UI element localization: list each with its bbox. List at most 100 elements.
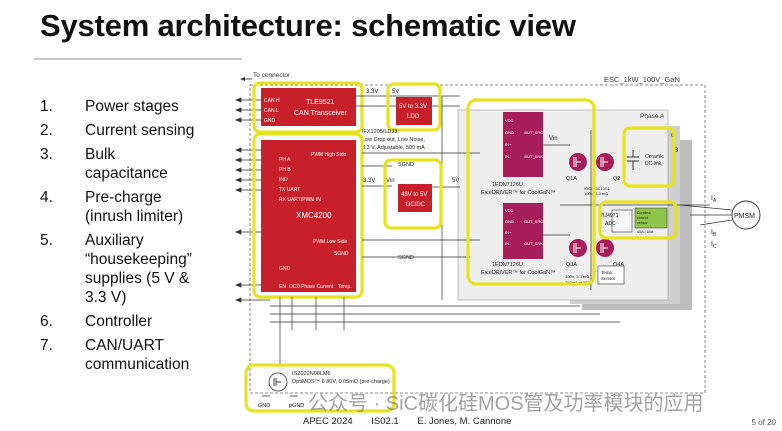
ib-label: IB <box>711 229 717 238</box>
phase-b-label: B <box>674 147 678 154</box>
q3a-label: Q3A <box>566 262 577 268</box>
current-sensor-block <box>611 209 633 233</box>
mcu-bottom-current: Phase Current <box>301 284 334 290</box>
motor-phase-lines <box>679 204 733 226</box>
driver-pin-label: VDD <box>505 208 514 213</box>
list-item-number: 3. <box>40 146 53 163</box>
mcu-label: XMC4200 <box>296 211 332 220</box>
capacitor-icon <box>627 150 639 170</box>
driver-pin-label: IN- <box>505 241 511 246</box>
list-item-text: Auxiliary <box>85 232 144 249</box>
driver-pin-label: GND <box>505 219 514 224</box>
pmsm-label: PMSM <box>734 213 755 220</box>
bridge-vin: Vin <box>549 136 558 142</box>
sgnd-label-1: SGND <box>398 162 414 168</box>
sense-range: 40A / 50A <box>637 230 654 234</box>
cap-label-2: DC-link <box>645 161 662 167</box>
to-connector-label: To connector <box>253 72 291 79</box>
list-item-text: Power stages <box>85 98 179 115</box>
gan-note-top-2: 100V, 3.3 mΩ <box>584 191 608 196</box>
mcu-bottom-en: EN <box>279 284 286 290</box>
driver-top-name: EiceDRIVER™ for CoolGaN™ <box>481 190 556 196</box>
footer-event: APEC 2024 <box>303 416 353 427</box>
list-item-number: 1. <box>40 98 53 115</box>
sense-note-3: sensor <box>637 221 648 225</box>
mcu-block <box>261 140 356 292</box>
temp-sensor-2: Sensor <box>601 276 616 281</box>
list-item-number: 6. <box>40 313 53 330</box>
list-item-text: “housekeeping” <box>85 251 192 268</box>
driver-pin-label: OUT_SRC <box>524 219 543 224</box>
driver-pin-label: IN- <box>505 154 511 159</box>
driver-pin-label: OUT_SNK <box>524 241 543 246</box>
board-label: ESC_1kW_100V_GaN <box>604 75 680 84</box>
highlight-precharge <box>244 363 396 413</box>
highlight-can <box>252 81 364 134</box>
pmsm-motor-icon <box>731 200 761 230</box>
gnd-right-label: pGND <box>289 403 304 409</box>
can-pin-l: CAN L <box>264 108 279 114</box>
list-item-number: 5. <box>40 232 53 249</box>
q2a-label: Q2 <box>613 176 620 182</box>
temp-sensor-1: Temp. <box>601 270 613 275</box>
mcu-bottom-temp: Temp. <box>338 284 352 290</box>
list-item-number: 2. <box>40 122 53 139</box>
sensor-chip-icon <box>634 207 668 229</box>
driver-pin-label: VDD <box>505 118 514 123</box>
ldo-title: 5V to 3.3V <box>399 104 427 110</box>
dcdc-vin: Vin <box>386 178 395 184</box>
list-item-number: 4. <box>40 189 53 206</box>
list-item: 2. Current sensing <box>40 121 194 140</box>
highlight-ldo <box>386 82 442 132</box>
dcdc-title: 48V to 5V <box>401 192 427 198</box>
highlight-current-sense <box>598 200 678 240</box>
can-transceiver-block <box>261 88 356 126</box>
mcu-pwm-ls: PWM Low Side <box>313 239 347 245</box>
driver-pin-label: GND <box>505 130 514 135</box>
highlight-dcdc <box>383 158 443 230</box>
temp-sensor-block <box>597 265 625 285</box>
driver-top-part: 1EDN7126U <box>492 182 523 188</box>
gan-note-top-1: IGC033S10S1 <box>584 186 611 191</box>
can-pin-h: CAN H <box>264 98 280 104</box>
list-item: 1. Power stages <box>40 97 194 116</box>
phase-a-label: Phase A <box>640 113 665 120</box>
list-item-text: capacitance <box>85 165 168 182</box>
list-item: 4.Pre-charge(inrush limiter) <box>40 188 194 226</box>
sense-note-1: Coreless <box>637 211 651 215</box>
precharge-part: ISZ022N08LM6 <box>292 371 331 377</box>
mcu-pin-ind: IND <box>279 177 288 183</box>
mcu-sgnd: SGND <box>334 251 349 257</box>
list-item-text: Controller <box>85 313 153 330</box>
sgnd-label-2: SGND <box>398 255 414 261</box>
driver-pin-label: IN+ <box>505 230 512 235</box>
q1a-label: Q1A <box>566 176 577 182</box>
mcu-pin-rx: RX UART/PWM IN <box>279 197 321 203</box>
rail-3v3-mid: 3.3V <box>363 178 375 184</box>
page-number: 5 of 20 <box>751 418 776 427</box>
mcu-gnd: GND <box>279 266 291 272</box>
ldo-sub: LDO <box>407 114 420 120</box>
can-ic-sub: CAN Transceiver <box>294 110 348 117</box>
ia-label: IA <box>711 195 717 204</box>
ic-label: IC <box>711 241 717 250</box>
signal-lines <box>270 96 620 365</box>
highlight-mcu <box>252 132 364 299</box>
footer-session: IS02.1 <box>371 416 399 427</box>
sense-ic-label: TLI4971 <box>600 213 619 219</box>
gan-note-bot-1: 100V, 3.3 mΩ <box>565 274 589 279</box>
list-item-text: supplies (5 V & <box>85 270 190 287</box>
highlight-power-stage <box>466 98 596 286</box>
precharge-note: OptiMOS™ 6 80V, 0.05mΩ (pre-charge) <box>292 379 390 385</box>
footer-authors: E. Jones, M. Cannone <box>417 416 512 427</box>
list-item: 6. Controller <box>40 312 194 331</box>
title-underline <box>34 58 242 60</box>
list-item-text: Current sensing <box>85 122 195 139</box>
ldo-note-3: 3.3 V, Adjustable, 500 mA <box>362 145 425 151</box>
sense-adc-label: ADC <box>605 221 616 227</box>
page-title: System architecture: schematic view <box>40 8 576 43</box>
dcdc-block <box>398 184 432 212</box>
list-item-number: 7. <box>40 337 53 354</box>
